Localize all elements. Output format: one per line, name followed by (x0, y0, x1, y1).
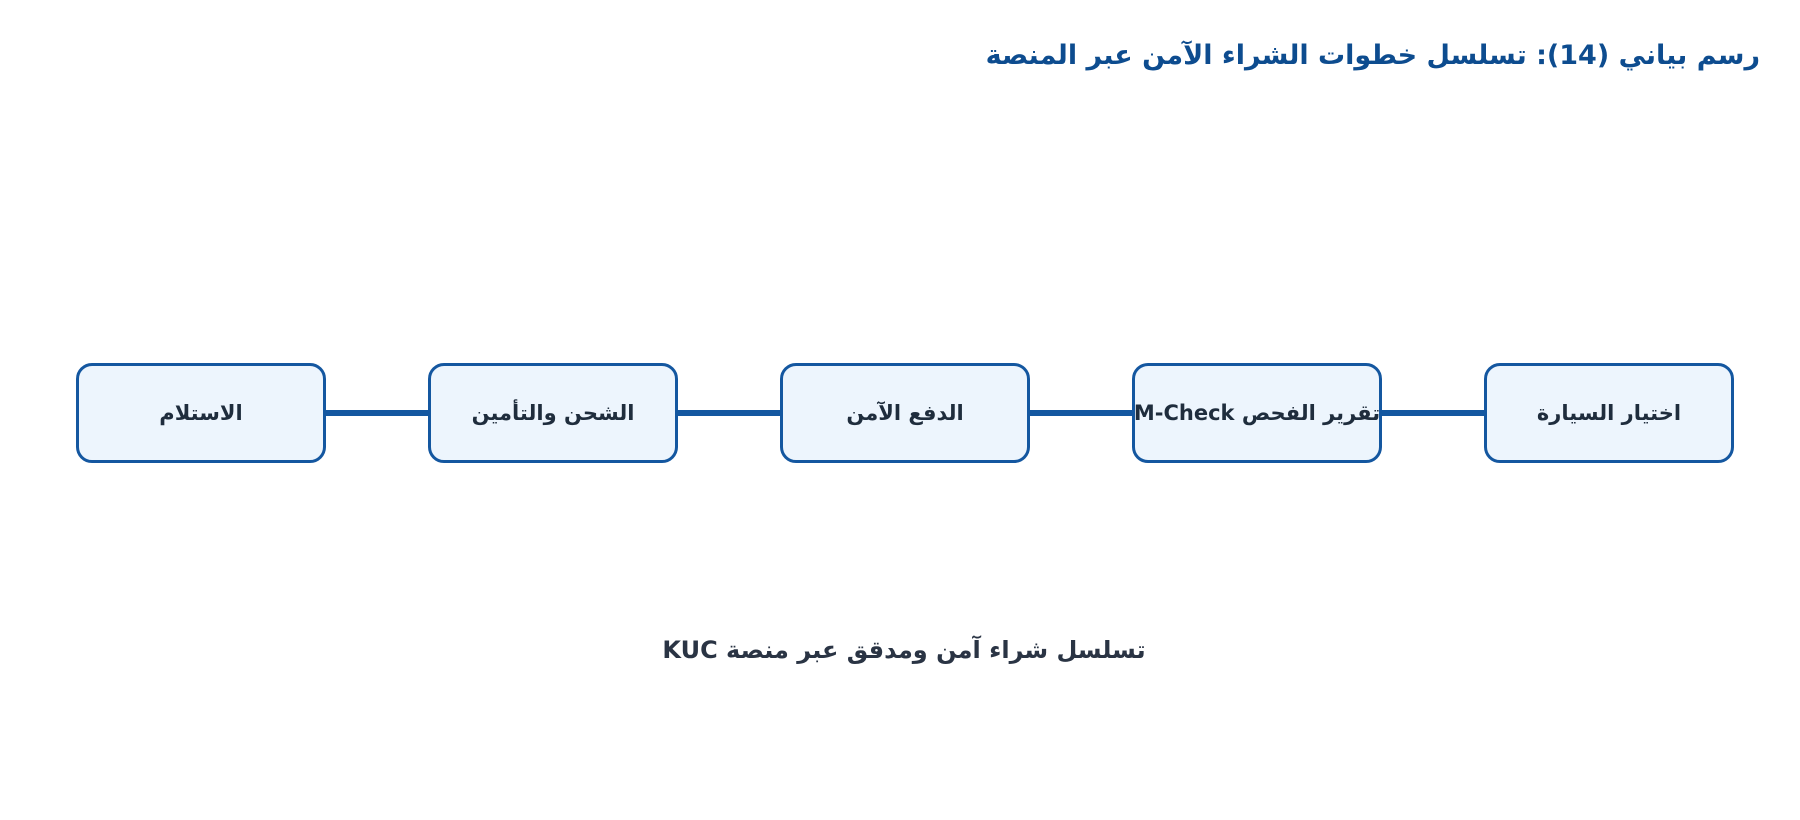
step-box-select-car: اختيار السيارة (1484, 363, 1734, 463)
flow-connector (326, 410, 428, 416)
flow-connector (1382, 410, 1484, 416)
step-box-shipping-insurance: الشحن والتأمين (428, 363, 678, 463)
page-title: رسم بياني (14): تسلسل خطوات الشراء الآمن… (985, 40, 1760, 71)
step-label: تقرير الفحص M-Check (1133, 401, 1381, 425)
step-label: اختيار السيارة (1536, 401, 1682, 425)
flow-connector (678, 410, 780, 416)
step-box-secure-payment: الدفع الآمن (780, 363, 1030, 463)
step-label: الاستلام (159, 401, 243, 425)
process-flow: اختيار السيارة تقرير الفحص M-Check الدفع… (76, 363, 1734, 463)
diagram-caption: تسلسل شراء آمن ومدقق عبر منصة KUC (662, 636, 1146, 664)
step-label: الدفع الآمن (846, 401, 964, 425)
step-box-delivery: الاستلام (76, 363, 326, 463)
flow-connector (1030, 410, 1132, 416)
step-box-inspection-report: تقرير الفحص M-Check (1132, 363, 1382, 463)
step-label: الشحن والتأمين (471, 401, 635, 425)
